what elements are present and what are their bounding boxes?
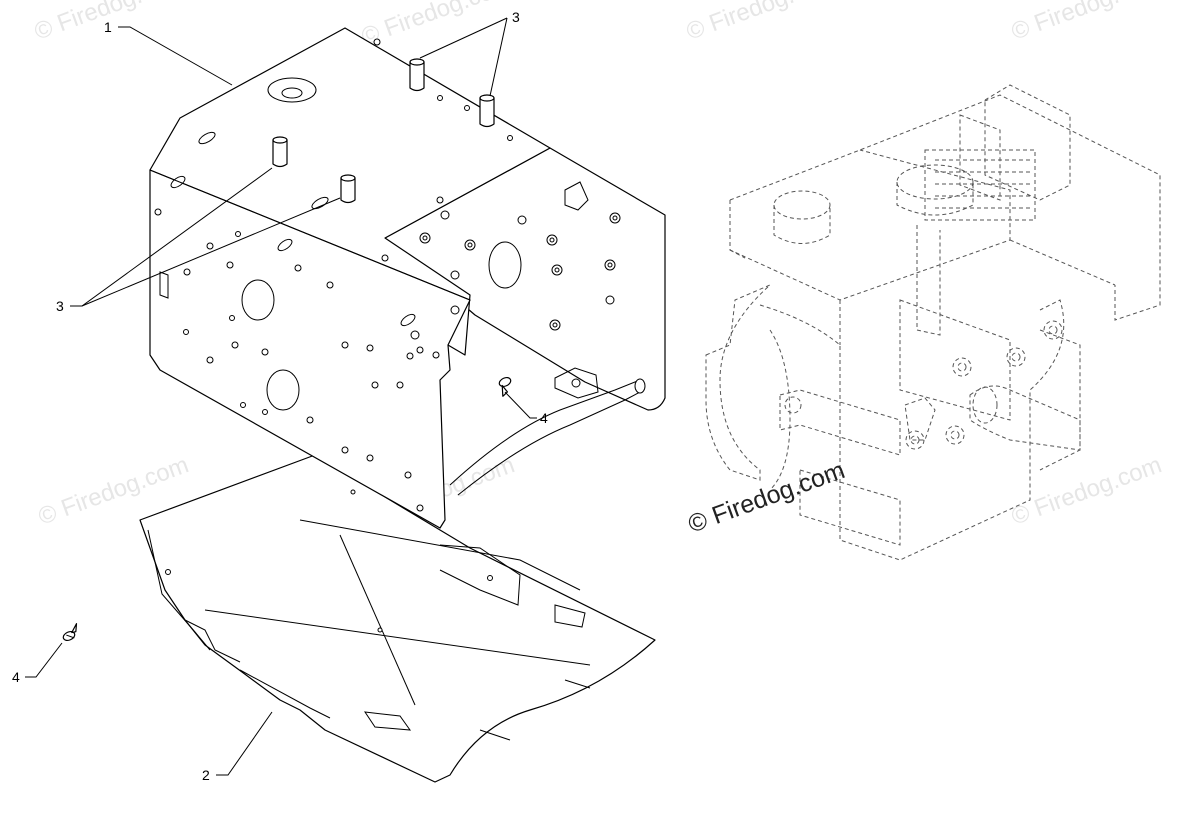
callout-labels: 1 3 3 4 4 2: [12, 9, 548, 783]
stud: [272, 136, 288, 168]
callout-2-shroud: 2: [202, 767, 210, 783]
screw-parts: [62, 376, 512, 642]
watermark-text: © Firedog.com: [1008, 451, 1165, 530]
stud: [409, 58, 425, 92]
main-frame: [149, 27, 666, 529]
stud: [479, 94, 495, 128]
callout-4-screw: 4: [540, 410, 548, 426]
firedog-watermark: © Firedog.com: [684, 456, 848, 539]
shroud-plate: [139, 454, 656, 783]
watermark-text: © Firedog.com: [1008, 0, 1165, 46]
callout-3-stud: 3: [512, 9, 520, 25]
stud: [340, 174, 356, 204]
engine-phantom-outline: [705, 84, 1161, 561]
callout-1-frame: 1: [104, 19, 112, 35]
stud-parts: [272, 58, 495, 204]
callout-4-screw: 4: [12, 669, 20, 685]
screw: [62, 623, 78, 642]
callout-3-stud: 3: [56, 298, 64, 314]
leader-lines: [25, 17, 537, 776]
screw: [498, 376, 512, 397]
watermark-text: © Firedog.com: [683, 0, 840, 46]
